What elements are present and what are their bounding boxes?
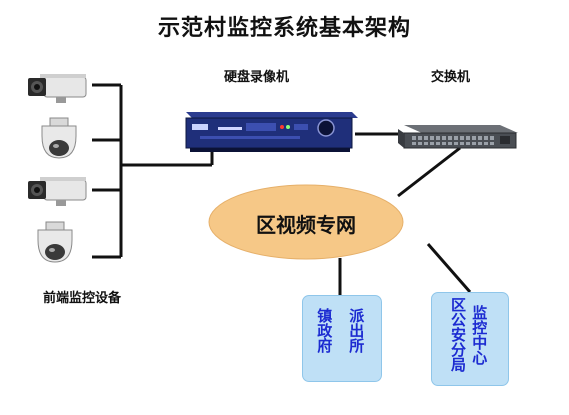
dome-camera-icon-1 xyxy=(41,117,77,159)
dvr-label: 硬盘录像机 xyxy=(224,70,290,85)
township-police-box: 镇政府 派出所 xyxy=(302,295,382,382)
dvr-device xyxy=(185,112,358,152)
box-camera-icon-2 xyxy=(28,177,87,206)
diagram-title: 示范村监控系统基本架构 xyxy=(157,16,411,41)
switch-to-network-line xyxy=(397,146,461,198)
frontend-devices-label: 前端监控设备 xyxy=(43,291,122,306)
district-police-box: 区公安分局 监控中心 xyxy=(431,292,509,386)
dome-camera-icon-2 xyxy=(37,221,73,263)
switch-label: 交换机 xyxy=(431,70,471,85)
township-government-label: 镇政府 xyxy=(315,308,334,353)
switch-device xyxy=(398,125,518,149)
monitoring-center-label: 监控中心 xyxy=(470,305,489,365)
network-label: 区视频专网 xyxy=(256,213,356,237)
police-station-label: 派出所 xyxy=(347,308,366,353)
box-camera-icon-1 xyxy=(28,74,87,103)
network-to-right-box-line xyxy=(426,243,472,293)
district-police-bureau-label: 区公安分局 xyxy=(449,297,467,372)
network-ellipse xyxy=(208,184,404,260)
